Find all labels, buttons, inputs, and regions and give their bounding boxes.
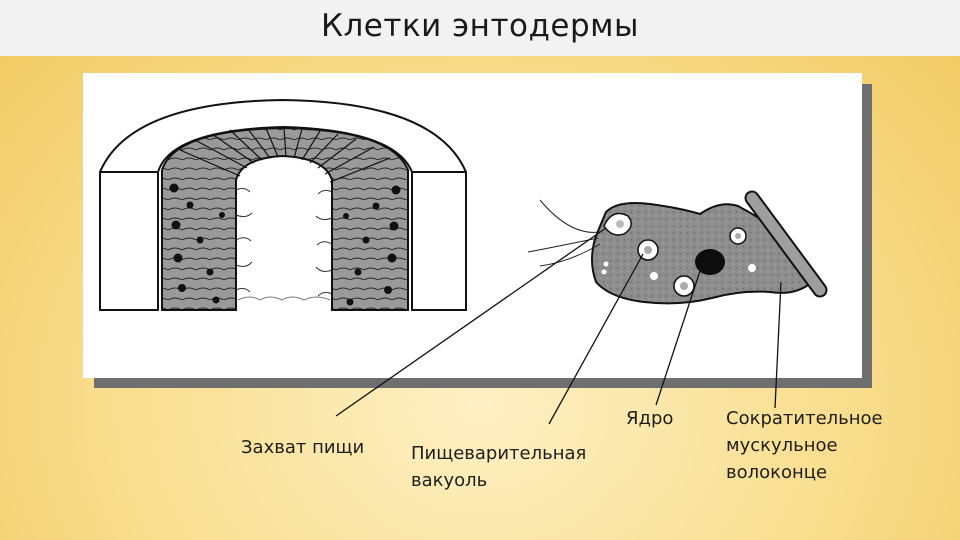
food-capture-pointer	[335, 227, 607, 417]
label-contractile-fiber: Сократительное мускульное волоконце	[726, 408, 883, 483]
digestive-vacuoles	[601, 227, 756, 297]
label-food-capture: Захват пищи	[241, 437, 365, 458]
fiber-pointer	[774, 281, 782, 409]
label-nucleus: Ядро	[626, 408, 674, 429]
vacuole-pointer	[548, 253, 644, 425]
body-wall-section	[99, 98, 467, 311]
nucleus	[695, 249, 725, 275]
nucleus-pointer	[655, 267, 702, 406]
label-digestive-vacuole: Пищеварительная вакуоль	[411, 443, 587, 491]
pointer-lines	[335, 227, 782, 425]
endoderm-layer	[161, 126, 409, 311]
slide-title: Клетки энтодермы	[320, 8, 640, 44]
title-bar	[0, 0, 960, 56]
muscle-fiber	[746, 192, 826, 296]
endoderm-cell	[527, 190, 828, 305]
